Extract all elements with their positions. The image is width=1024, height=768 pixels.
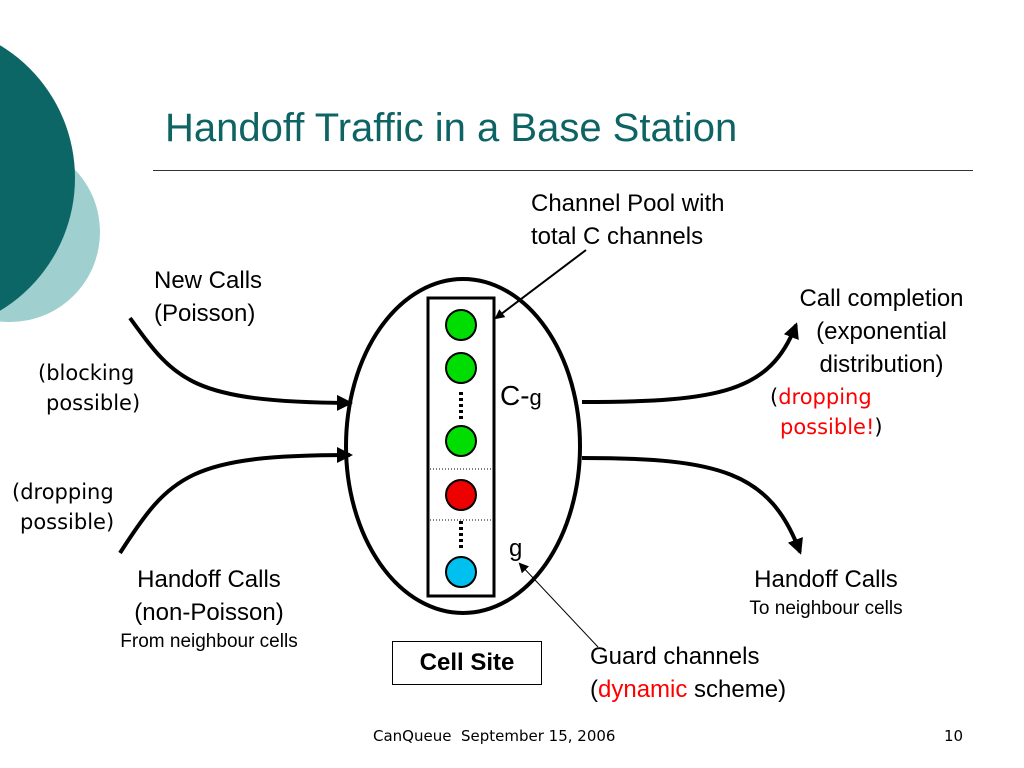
dropping-right-row1: (dropping xyxy=(770,382,883,412)
dropping-left-note: (dropping possible) xyxy=(12,477,114,537)
dropping-left-line1: (dropping xyxy=(12,480,114,504)
dropping-right-row2: possible!) xyxy=(770,412,883,442)
channel-pool-line1: Channel Pool with xyxy=(531,190,725,217)
dropping-left-line2: possible) xyxy=(20,510,115,534)
handoff-in-label: Handoff Calls (non-Poisson) From neighbo… xyxy=(95,563,323,655)
channel-free-1 xyxy=(445,309,477,341)
guard-line1: Guard channels xyxy=(590,643,760,670)
guard-scheme: scheme) xyxy=(687,676,787,703)
guard-open: ( xyxy=(590,676,598,703)
new-calls-line2: (Poisson) xyxy=(154,300,256,327)
arrow-handoff-in xyxy=(118,447,353,555)
blocking-line2: possible) xyxy=(46,391,141,415)
handoff-out-label: Handoff Calls To neighbour cells xyxy=(720,563,932,622)
channel-free-3 xyxy=(445,425,477,457)
footer-text: CanQueue September 15, 2006 xyxy=(373,727,616,745)
guard-dynamic: dynamic xyxy=(598,676,688,703)
arrow-handoff-out xyxy=(581,456,803,555)
c-minus-g-label: C-g xyxy=(500,380,542,412)
c-minus-g-sub: g xyxy=(529,385,542,410)
channel-guard xyxy=(445,556,477,588)
arrow-guard-channels xyxy=(518,562,599,648)
blocking-line1: (blocking xyxy=(38,361,135,385)
call-completion-label: Call completion (exponential distributio… xyxy=(774,282,989,381)
decor-dark-circle xyxy=(0,45,75,311)
call-completion-line3: distribution) xyxy=(819,351,944,378)
cell-ellipse xyxy=(344,277,582,615)
page-number: 10 xyxy=(944,727,964,745)
title-rule xyxy=(153,170,973,171)
dropping-right-line1: dropping xyxy=(778,385,872,409)
dropping-right-open: ( xyxy=(770,385,779,409)
handoff-out-line2: To neighbour cells xyxy=(749,598,903,619)
handoff-in-line2: (non-Poisson) xyxy=(134,599,284,626)
handoff-in-line1: Handoff Calls xyxy=(137,566,281,593)
channel-free-2 xyxy=(445,352,477,384)
c-minus-text: C- xyxy=(500,380,530,411)
cell-site-box: Cell Site xyxy=(392,641,542,685)
channel-pool-label: Channel Pool with total C channels xyxy=(531,187,724,253)
channel-pool-box xyxy=(426,296,496,598)
dropping-right-note: (dropping possible!) xyxy=(770,382,883,442)
new-calls-line1: New Calls xyxy=(154,267,263,294)
g-label: g xyxy=(509,535,523,562)
arrow-channel-pool xyxy=(494,249,587,320)
channel-pool-line2: total C channels xyxy=(531,223,704,250)
page-title: Handoff Traffic in a Base Station xyxy=(165,106,738,150)
handoff-out-line1: Handoff Calls xyxy=(754,566,898,593)
dropping-right-close: ) xyxy=(874,415,883,439)
new-calls-label: New Calls (Poisson) xyxy=(154,264,262,330)
guard-channels-label: Guard channels (dynamic scheme) xyxy=(590,640,786,706)
guard-line2: (dynamic scheme) xyxy=(590,673,786,706)
arrow-call-completion xyxy=(581,322,799,404)
channel-busy xyxy=(445,479,477,511)
arrow-new-calls xyxy=(128,316,353,411)
handoff-in-line3: From neighbour cells xyxy=(120,631,298,652)
blocking-note: (blocking possible) xyxy=(38,358,140,418)
call-completion-line2: (exponential xyxy=(816,318,947,345)
dropping-right-line2: possible! xyxy=(780,415,875,439)
call-completion-line1: Call completion xyxy=(799,285,964,312)
